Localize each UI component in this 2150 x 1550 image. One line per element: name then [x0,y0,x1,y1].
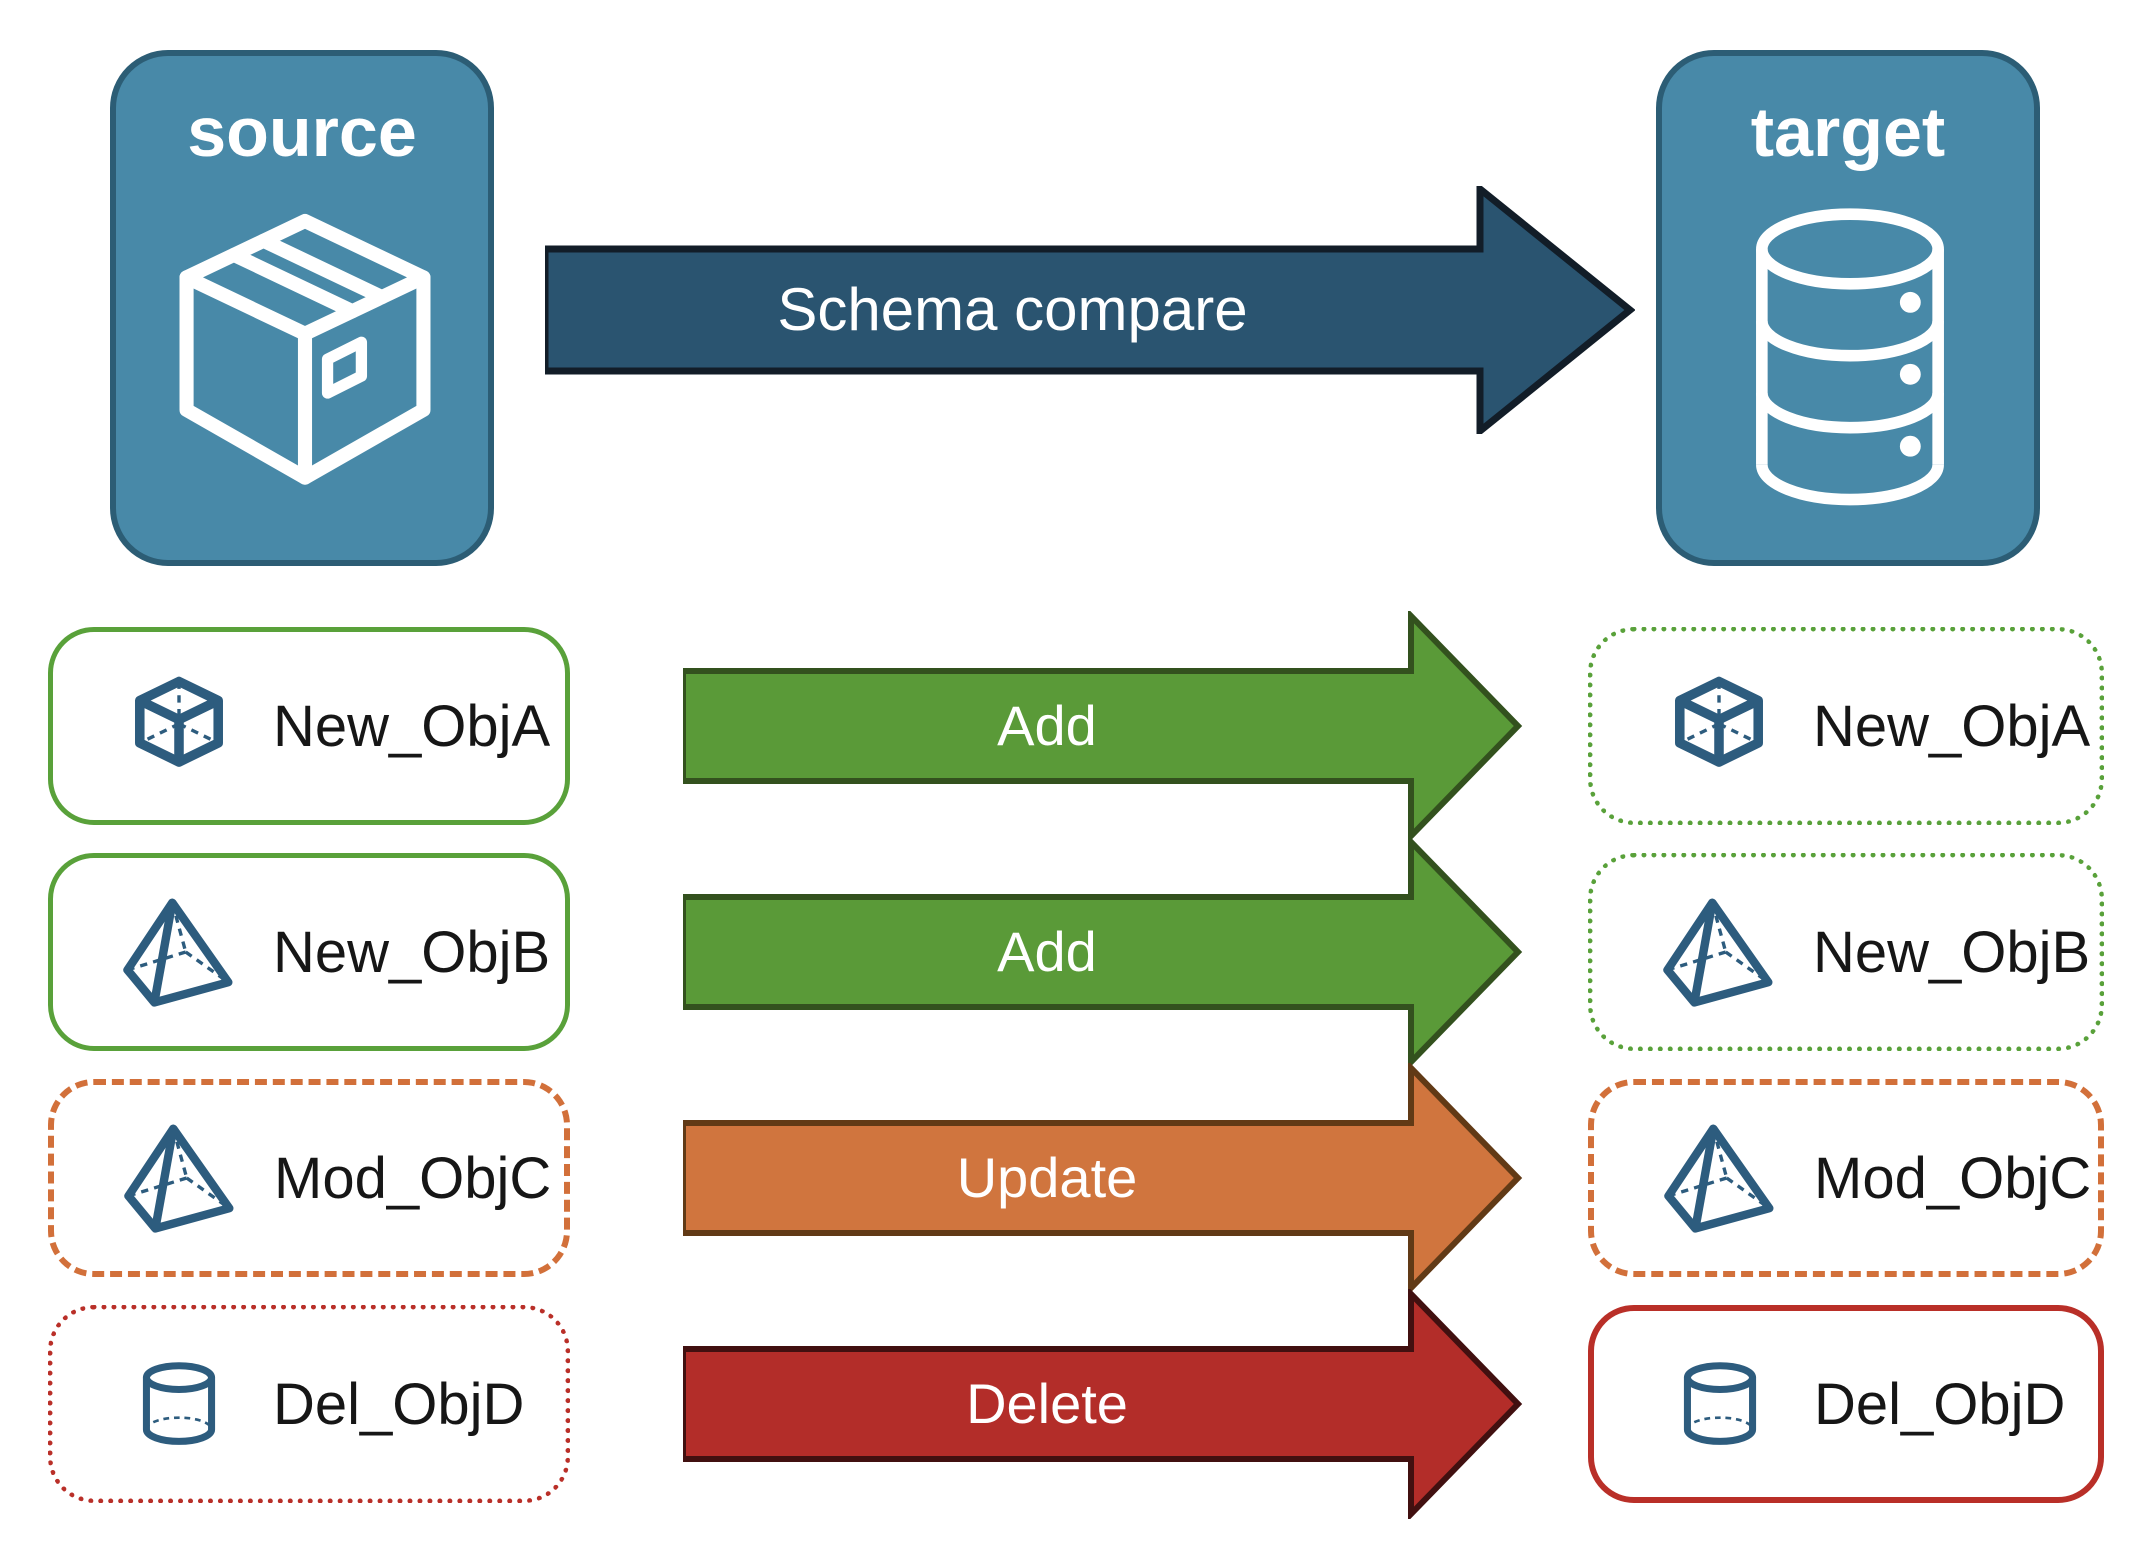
pyramid-icon [124,1119,236,1237]
cylinder-icon [1664,1345,1776,1463]
add-arrow-row2: Add [680,834,1523,1070]
package-box-icon [164,206,446,518]
target-item-mod-objc: Mod_ObjC [1588,1079,2104,1277]
update-arrow-label: Update [956,1146,1138,1209]
source-panel: source [110,50,494,566]
add-arrow-row1: Add [680,608,1523,844]
item-label: New_ObjB [1813,919,2091,985]
source-item-mod-objc: Mod_ObjC [48,1079,570,1277]
target-item-new-obja: New_ObjA [1588,627,2104,825]
add-arrow-label: Add [997,694,1097,757]
target-panel: target [1656,50,2040,566]
delete-arrow-label: Delete [966,1372,1128,1435]
cube-icon [123,667,235,785]
item-label: Mod_ObjC [274,1145,552,1211]
item-label: Del_ObjD [273,1371,525,1437]
database-icon [1734,202,1966,528]
pyramid-icon [123,893,235,1011]
source-item-del-objd: Del_ObjD [48,1305,570,1503]
target-item-new-objb: New_ObjB [1588,853,2104,1051]
source-item-new-obja: New_ObjA [48,627,570,825]
source-panel-title: source [187,93,417,171]
item-label: New_ObjA [273,693,551,759]
source-item-new-objb: New_ObjB [48,853,570,1051]
pyramid-icon [1664,1119,1776,1237]
target-panel-title: target [1750,93,1946,171]
schema-compare-arrow [545,186,1635,434]
pyramid-icon [1663,893,1775,1011]
item-label: Mod_ObjC [1814,1145,2092,1211]
delete-arrow-row4: Delete [680,1286,1523,1522]
schema-compare-label: Schema compare [777,276,1248,343]
target-item-del-objd: Del_ObjD [1588,1305,2104,1503]
cylinder-icon [123,1345,235,1463]
item-label: New_ObjA [1813,693,2091,759]
update-arrow-row3: Update [680,1060,1523,1296]
add-arrow-label: Add [997,920,1097,983]
cube-icon [1663,667,1775,785]
item-label: New_ObjB [273,919,551,985]
item-label: Del_ObjD [1814,1371,2066,1437]
